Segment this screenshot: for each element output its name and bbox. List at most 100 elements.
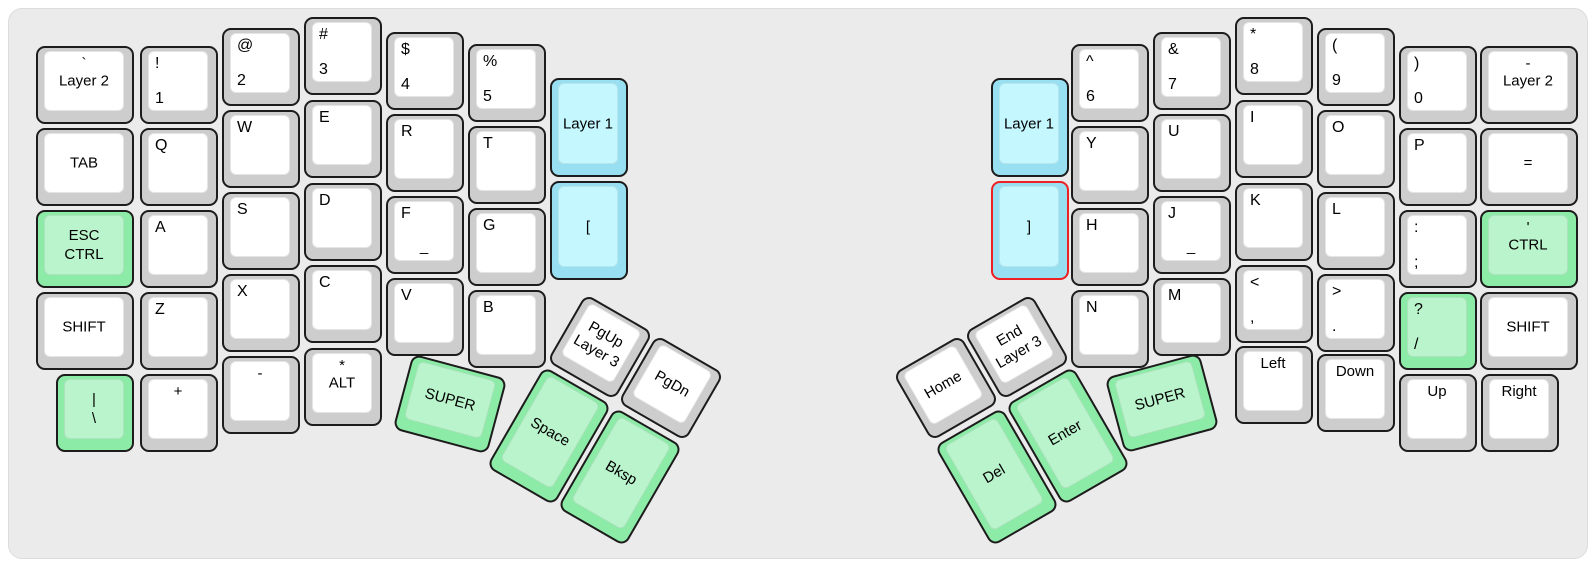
key-f[interactable]: F_ (386, 196, 464, 274)
key-star-alt-legend-tc: * (339, 357, 345, 374)
key-a[interactable]: A (140, 210, 218, 288)
key-pgdn-legend-c: PgDn (651, 367, 693, 401)
key-equals[interactable]: = (1480, 128, 1578, 206)
key-s[interactable]: S (222, 192, 300, 270)
key-lbracket[interactable]: [ (550, 181, 628, 280)
key-esc-ctrl[interactable]: ESC CTRL (36, 210, 134, 288)
keycap-face: SUPER (1113, 360, 1207, 439)
key-i-legend-tl: I (1250, 109, 1255, 126)
key-7-legend-tl: & (1168, 41, 1179, 58)
key-d[interactable]: D (304, 183, 382, 261)
key-comma[interactable]: <, (1235, 265, 1313, 343)
key-home-legend-c: Home (921, 367, 965, 403)
keycap-face: Y (1079, 131, 1139, 191)
key-down-arrow[interactable]: Down (1317, 354, 1395, 432)
key-rbracket[interactable]: ] (991, 181, 1069, 280)
key-f-legend-tl: F (401, 205, 411, 222)
key-x-legend-tl: X (237, 283, 248, 300)
key-j[interactable]: J_ (1153, 196, 1231, 274)
key-shift-right[interactable]: SHIFT (1480, 292, 1578, 370)
key-question-slash[interactable]: ?/ (1399, 292, 1477, 370)
key-0-legend-tl: ) (1414, 55, 1420, 72)
key-star-alt-legend-c: ALT (328, 374, 356, 392)
key-u[interactable]: U (1153, 114, 1231, 192)
key-tab[interactable]: TAB (36, 128, 134, 206)
key-p[interactable]: P (1399, 128, 1477, 206)
key-y[interactable]: Y (1071, 126, 1149, 204)
key-6[interactable]: ^6 (1071, 44, 1149, 122)
key-3-legend-bl: 3 (319, 61, 328, 78)
key-shift-left[interactable]: SHIFT (36, 292, 134, 370)
key-v[interactable]: V (386, 278, 464, 356)
key-comma-legend-tl: < (1250, 274, 1260, 291)
key-layer1-right[interactable]: Layer 1 (991, 78, 1069, 177)
keycap-face: $4 (394, 37, 454, 97)
key-star-alt[interactable]: *ALT (304, 348, 382, 426)
key-5[interactable]: %5 (468, 44, 546, 122)
key-1[interactable]: !1 (140, 46, 218, 124)
key-r[interactable]: R (386, 114, 464, 192)
key-dash-layer2-legend-tc: - (1525, 55, 1531, 72)
key-dash-layer2[interactable]: -Layer 2 (1480, 46, 1578, 124)
key-plus[interactable]: + (140, 374, 218, 452)
keycap-face: SHIFT (44, 297, 124, 357)
keycap-face: PgUp Layer 3 (560, 302, 643, 385)
key-m[interactable]: M (1153, 278, 1231, 356)
key-e[interactable]: E (304, 100, 382, 178)
key-pipe-backslash-legend-c: | \ (91, 391, 97, 427)
key-n[interactable]: N (1071, 290, 1149, 368)
key-h-legend-tl: H (1086, 217, 1098, 234)
key-up-arrow[interactable]: Up (1399, 374, 1477, 452)
keycap-face: = (1488, 133, 1568, 193)
key-4[interactable]: $4 (386, 32, 464, 110)
key-2[interactable]: @2 (222, 28, 300, 106)
key-l[interactable]: L (1317, 192, 1395, 270)
key-q[interactable]: Q (140, 128, 218, 206)
key-w[interactable]: W (222, 110, 300, 188)
key-3[interactable]: #3 (304, 17, 382, 95)
key-z[interactable]: Z (140, 292, 218, 370)
key-quote-ctrl[interactable]: 'CTRL (1480, 210, 1578, 288)
key-x[interactable]: X (222, 274, 300, 352)
key-i[interactable]: I (1235, 100, 1313, 178)
key-h[interactable]: H (1071, 208, 1149, 286)
keycap-face: C (312, 270, 372, 330)
key-left-arrow[interactable]: Left (1235, 346, 1313, 424)
key-pipe-backslash[interactable]: | \ (56, 374, 134, 452)
keycap-face: !1 (148, 51, 208, 111)
key-period[interactable]: >. (1317, 274, 1395, 352)
key-question-slash-legend-tl: ? (1414, 301, 1423, 318)
keycap-face: End Layer 3 (973, 303, 1056, 386)
key-7[interactable]: &7 (1153, 32, 1231, 110)
key-9[interactable]: (9 (1317, 28, 1395, 106)
keycap-face: Z (148, 297, 208, 357)
keycap-face: [ (558, 186, 618, 267)
key-k[interactable]: K (1235, 183, 1313, 261)
key-shift-right-legend-c: SHIFT (1506, 318, 1550, 336)
key-0[interactable]: )0 (1399, 46, 1477, 124)
key-n-legend-tl: N (1086, 299, 1098, 316)
key-t[interactable]: T (468, 126, 546, 204)
key-semicolon[interactable]: :; (1399, 210, 1477, 288)
keycap-face: K (1243, 188, 1303, 248)
key-b[interactable]: B (468, 290, 546, 368)
key-layer1-left[interactable]: Layer 1 (550, 78, 628, 177)
key-grave-layer2[interactable]: `Layer 2 (36, 46, 134, 124)
key-8[interactable]: *8 (1235, 17, 1313, 95)
key-5-legend-tl: % (483, 53, 498, 70)
key-6-legend-bl: 6 (1086, 88, 1095, 105)
keycap-face: B (476, 295, 536, 355)
key-right-arrow[interactable]: Right (1481, 374, 1559, 452)
key-c-legend-tl: C (319, 274, 331, 291)
key-4-legend-tl: $ (401, 41, 410, 58)
key-g[interactable]: G (468, 208, 546, 286)
keycap-face: Down (1325, 359, 1385, 419)
key-super-left-legend-c: SUPER (422, 384, 478, 415)
keycap-face: H (1079, 213, 1139, 273)
key-space-legend-c: Space (527, 414, 573, 451)
key-o[interactable]: O (1317, 110, 1395, 188)
key-super-left[interactable]: SUPER (392, 353, 508, 455)
key-c[interactable]: C (304, 265, 382, 343)
keycap-face: V (394, 283, 454, 343)
key-minus-left[interactable]: - (222, 356, 300, 434)
